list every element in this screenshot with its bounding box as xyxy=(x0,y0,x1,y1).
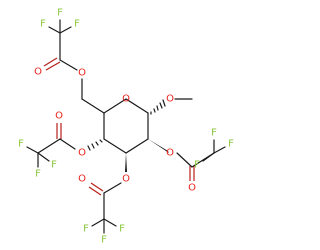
o4-oxygen: O xyxy=(78,148,86,159)
fluorine-bottom-right: F xyxy=(119,224,125,235)
o6-oxygen: O xyxy=(78,68,86,79)
fluorine-left-a: F xyxy=(18,139,24,150)
fluorine-top-up: F xyxy=(57,8,63,19)
substituent-bonds xyxy=(26,19,226,234)
methoxy-oxygen: O xyxy=(166,94,174,105)
fluorine-left-c: F xyxy=(51,160,57,171)
carbonyl-oxygen-left: O xyxy=(55,111,63,122)
fluorine-right-a: F xyxy=(228,139,234,150)
fluorine-bottom-down: F xyxy=(101,235,107,246)
ring-oxygen: O xyxy=(122,94,130,105)
ring-bonds xyxy=(103,98,149,154)
carbonyl-oxygen-right: O xyxy=(188,183,196,194)
fluorine-right-c: F xyxy=(194,160,200,171)
oxygen-labels: O O O O O O O O O O xyxy=(34,67,196,194)
fluorine-left-b: F xyxy=(35,169,41,180)
molecule-structure: O O O O O O O O O O F F F F F F F F F F … xyxy=(18,8,234,246)
stereo-bonds xyxy=(87,99,169,172)
structure-canvas: O O O O O O O O O O F F F F F F F F F F … xyxy=(18,7,235,246)
carbonyl-oxygen-top: O xyxy=(34,67,42,78)
o3-oxygen: O xyxy=(122,174,130,185)
carbonyl-oxygen-bottom: O xyxy=(78,174,86,185)
o2-oxygen: O xyxy=(166,148,174,159)
fluorine-top-right: F xyxy=(74,19,80,30)
fluorine-top-left: F xyxy=(40,19,46,30)
fluorine-labels: F F F F F F F F F F F F xyxy=(18,8,234,246)
fluorine-bottom-left: F xyxy=(83,224,89,235)
fluorine-right-b: F xyxy=(211,128,217,139)
